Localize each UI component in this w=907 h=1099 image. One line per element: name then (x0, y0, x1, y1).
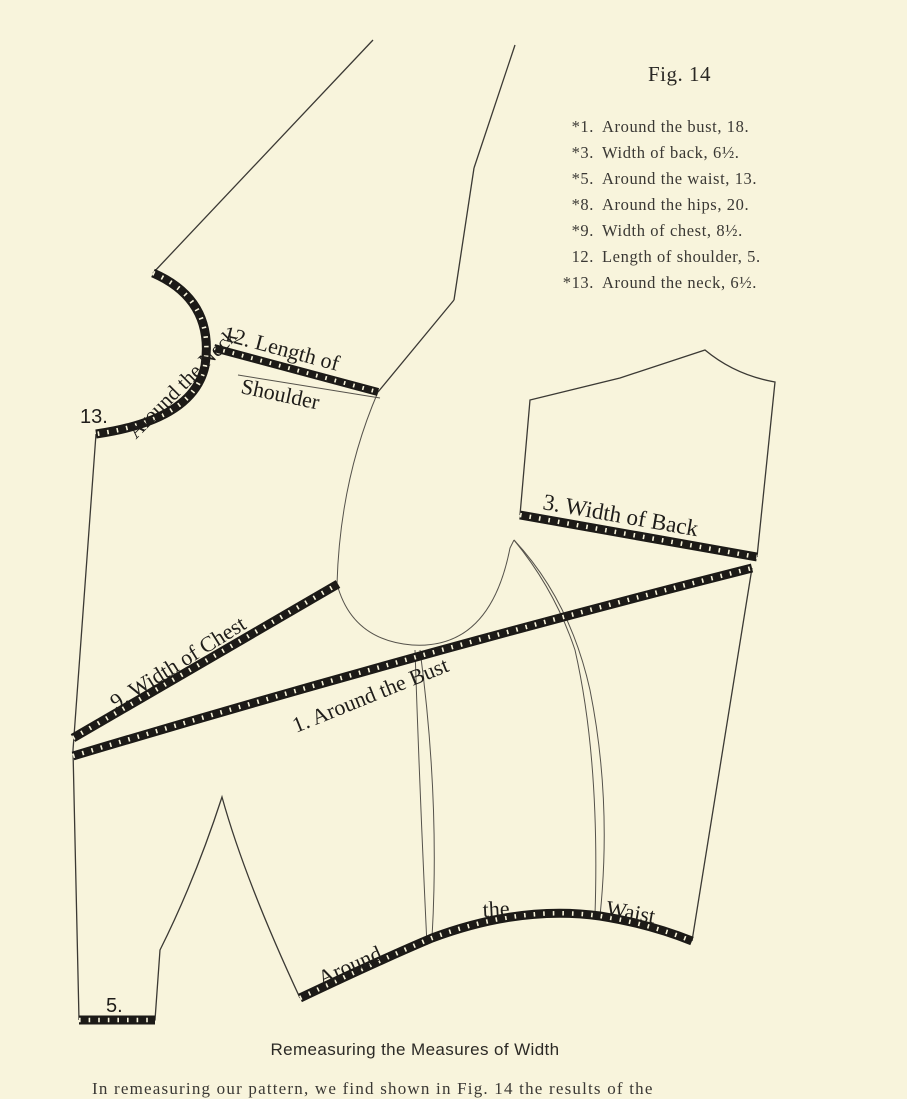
legend-row: *13. Around the neck, 6½. (538, 270, 761, 296)
legend-row: *5. Around the waist, 13. (538, 166, 761, 192)
label-width-of-chest: 9. Width of Chest (105, 611, 250, 714)
legend-text: Width of chest, 8½. (602, 221, 743, 240)
front-pattern-piece (72, 39, 374, 1021)
legend-row: *9. Width of chest, 8½. (538, 218, 761, 244)
legend-text: Around the bust, 18. (602, 117, 750, 136)
legend-number: *13. (562, 273, 594, 292)
legend-number: 12. (571, 247, 594, 266)
armhole-piece (237, 44, 516, 646)
legend-text: Around the waist, 13. (602, 169, 758, 188)
legend-row: *8. Around the hips, 20. (538, 192, 761, 218)
label-five: 5. (106, 995, 123, 1017)
body-text-line: In remeasuring our pattern, we find show… (92, 1079, 654, 1098)
legend-number: *8. (571, 195, 594, 214)
legend-number: *3. (571, 143, 594, 162)
legend-number: *9. (571, 221, 594, 240)
legend-row: *1. Around the bust, 18. (538, 114, 761, 140)
legend-row: *3. Width of back, 6½. (538, 140, 761, 166)
label-waist-around: Around (314, 940, 386, 990)
label-waist-waist: Waist (604, 895, 657, 928)
legend-text: Length of shoulder, 5. (602, 247, 761, 266)
measurement-legend: *1. Around the bust, 18. *3. Width of back,… (538, 114, 761, 296)
back-pattern-piece (414, 349, 776, 946)
tape-length-of-shoulder (212, 344, 380, 396)
figure-caption: Remeasuring the Measures of Width (270, 1040, 560, 1059)
legend-text: Around the neck, 6½. (602, 273, 757, 292)
figure-title: Fig. 14 (648, 62, 712, 86)
label-neck-number: 13. (80, 406, 108, 428)
legend-text: Width of back, 6½. (602, 143, 740, 162)
legend-number: *5. (571, 169, 594, 188)
label-waist-the: the (482, 896, 510, 922)
legend-text: Around the hips, 20. (602, 195, 750, 214)
label-shoulder-bottom: Shoulder (239, 373, 323, 414)
legend-number: *1. (571, 117, 594, 136)
legend-row: 12. Length of shoulder, 5. (538, 244, 761, 270)
label-around-the-bust: 1. Around the Bust (289, 652, 452, 737)
